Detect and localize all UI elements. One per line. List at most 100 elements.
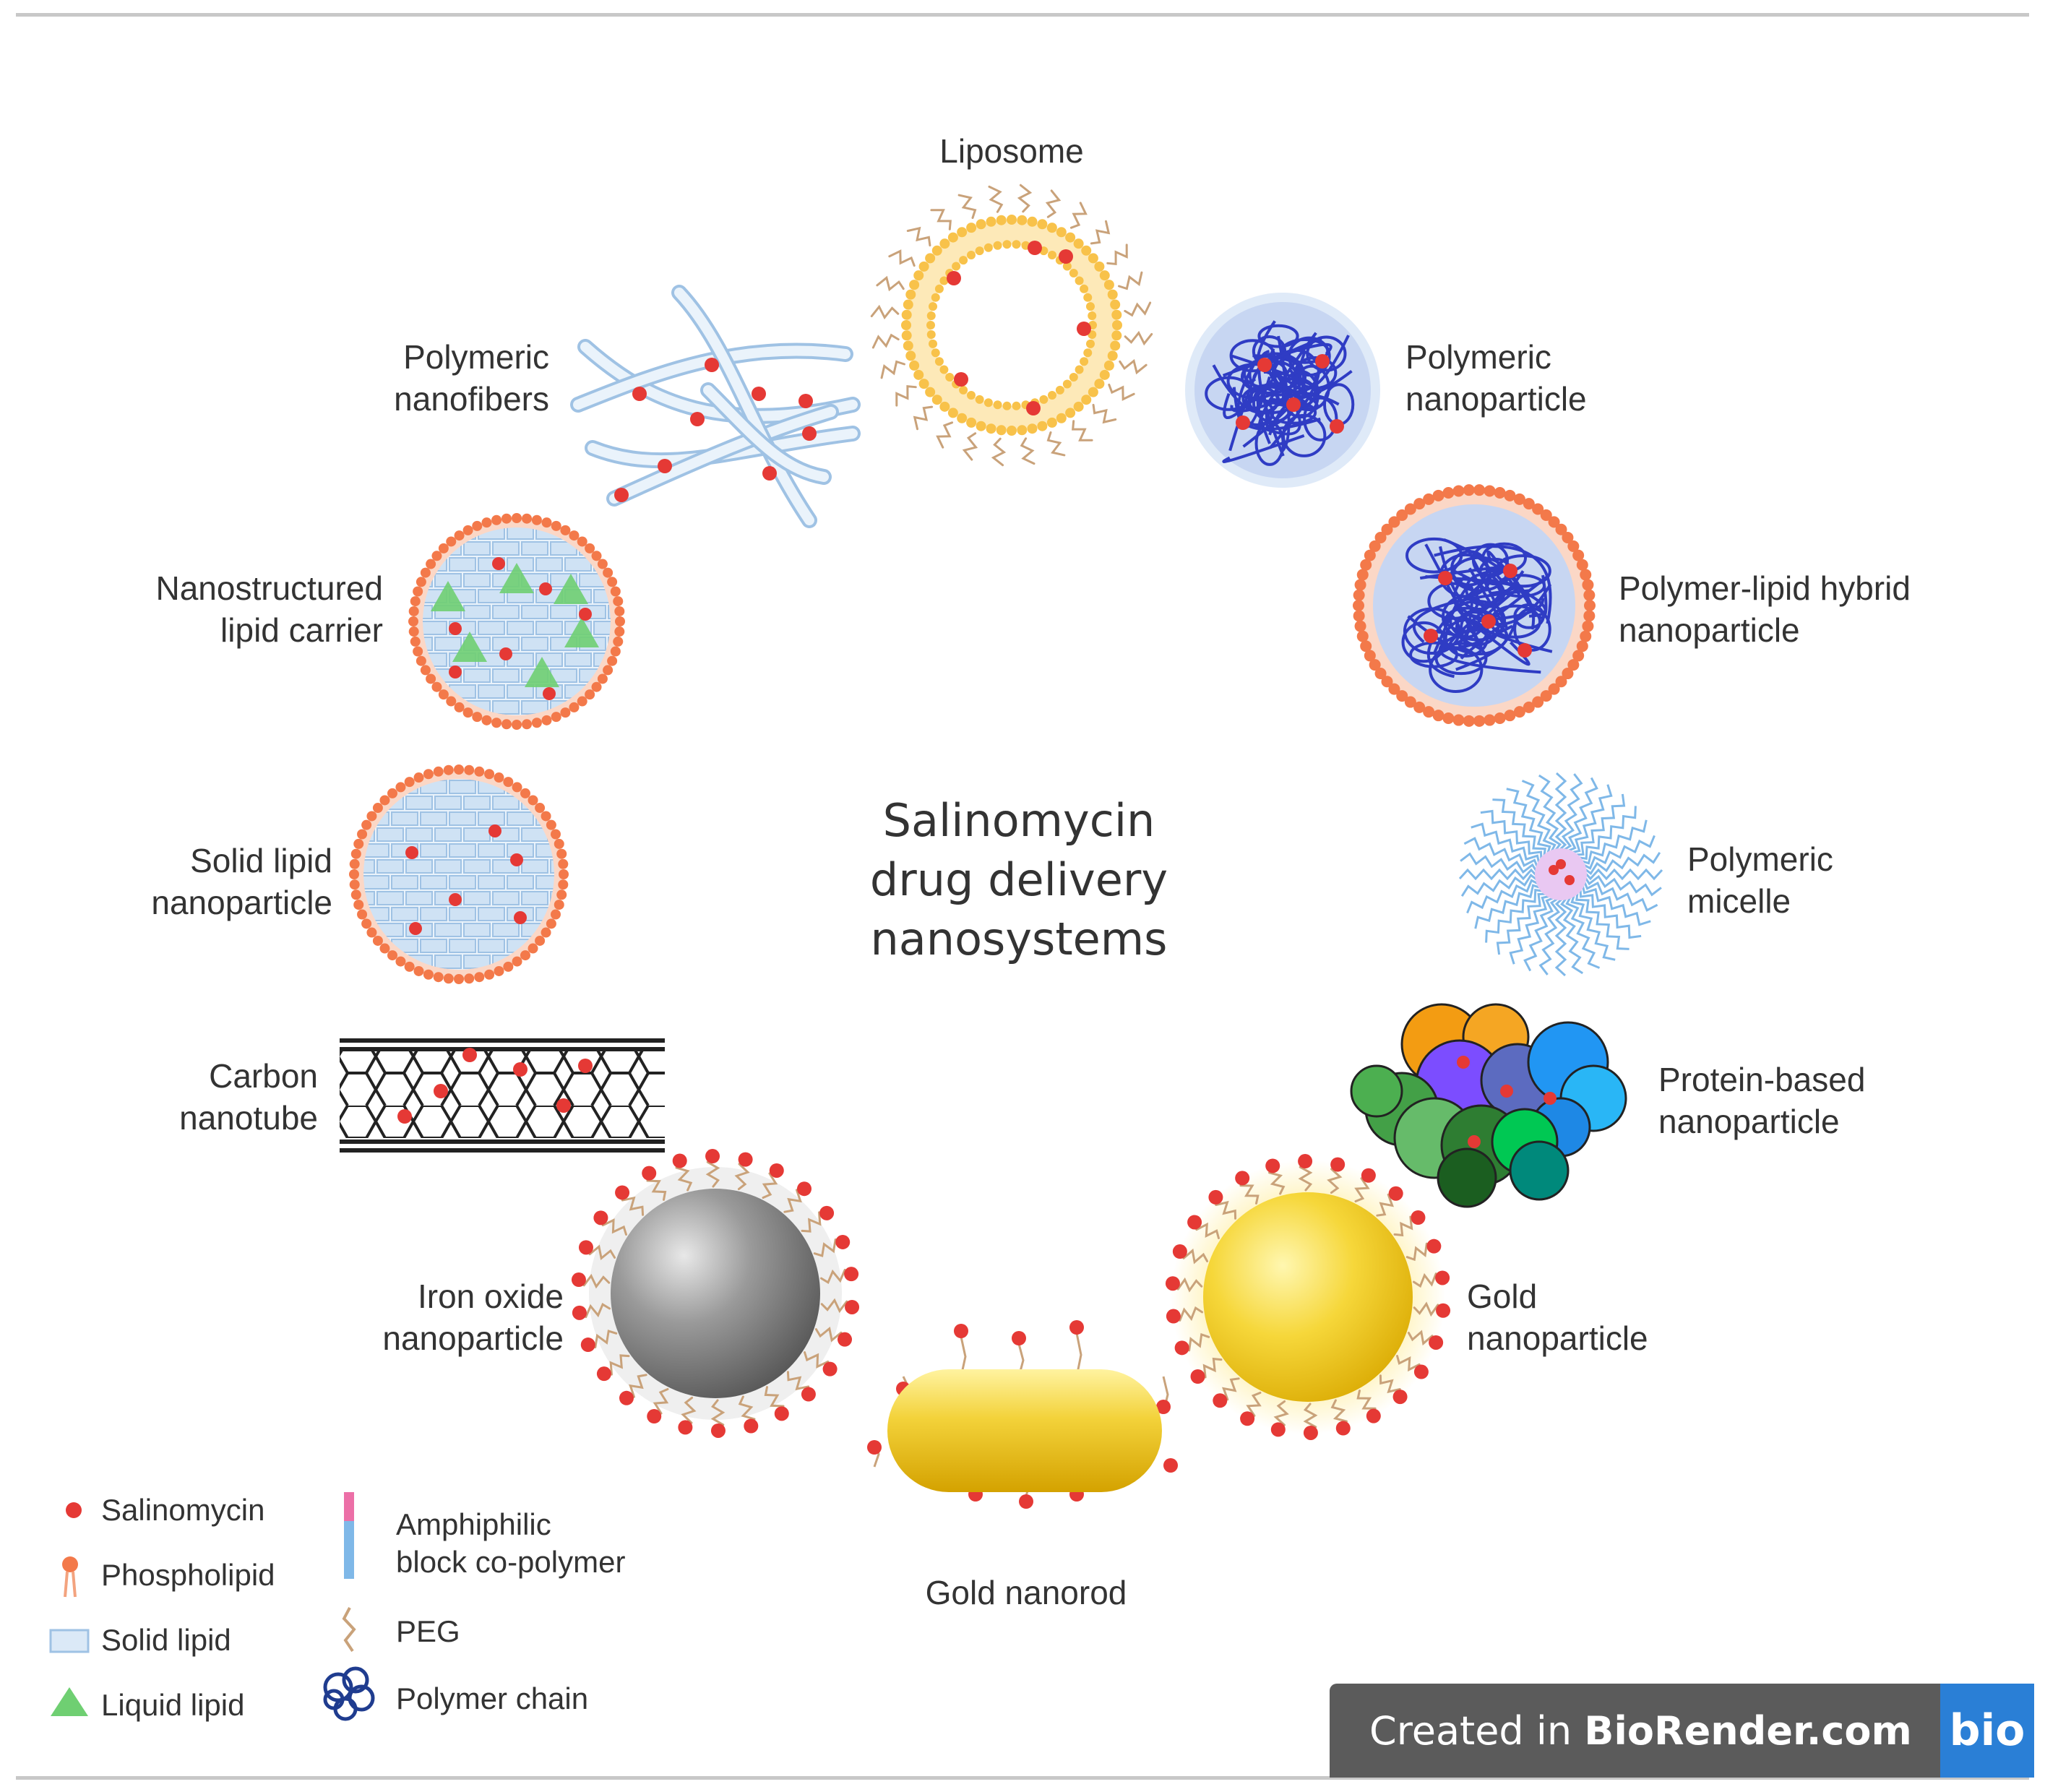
phospholipid-head xyxy=(413,646,423,657)
phospholipid-head xyxy=(541,715,552,725)
phospholipid-head xyxy=(1103,360,1114,371)
phospholipid-head xyxy=(410,636,421,647)
salinomycin-dot xyxy=(1315,354,1330,369)
peg-chain xyxy=(804,1351,830,1369)
peg-chain xyxy=(710,1399,726,1426)
micelle-arm xyxy=(1523,895,1558,972)
phospholipid-head xyxy=(464,764,475,775)
legend-phospholipid: Phospholipid xyxy=(101,1558,275,1592)
liquid-lipid-triangle xyxy=(554,574,588,604)
phospholipid-head xyxy=(1523,701,1535,713)
polymer-strand xyxy=(1486,551,1521,596)
label-nanofibers: Polymeric nanofibers xyxy=(394,338,549,418)
gold-sphere xyxy=(1203,1192,1413,1402)
phospholipid-head xyxy=(1048,251,1056,260)
phospholipid-head xyxy=(474,972,485,983)
peg-chain xyxy=(1188,1332,1210,1352)
phospholipid-head xyxy=(1369,540,1381,552)
salinomycin-dot xyxy=(1163,1458,1178,1473)
phospholipid-head xyxy=(546,819,556,830)
legend-liquid-lipid-icon xyxy=(51,1687,88,1716)
liposome-graphic xyxy=(870,184,1153,467)
polymer-loop xyxy=(1513,603,1545,629)
nlc-core xyxy=(423,527,611,715)
phospholipid-head xyxy=(926,311,936,320)
phospholipid-head xyxy=(462,707,473,718)
phospholipid-head xyxy=(909,280,920,290)
phospholipid-head xyxy=(501,719,512,730)
micelle-arm xyxy=(1564,777,1598,854)
phospholipid-head xyxy=(1107,350,1118,361)
phospholipid-head xyxy=(387,788,398,798)
peg-chain xyxy=(820,1298,848,1314)
phospholipid-head xyxy=(484,769,495,780)
salinomycin-dot xyxy=(510,853,523,866)
legend-phospholipid-icon xyxy=(62,1556,78,1572)
phospholipid-head xyxy=(1062,262,1072,271)
phospholipid-head xyxy=(1075,276,1084,285)
peg-chain xyxy=(609,1354,630,1376)
nlc-graphic xyxy=(408,513,625,730)
polymer-loop xyxy=(1229,339,1276,373)
micelle-arm xyxy=(1575,887,1629,950)
salinomycin-dot xyxy=(1190,1369,1205,1384)
phospholipid-head xyxy=(1107,289,1118,300)
label-iron-oxide: Iron oxide nanoparticle xyxy=(382,1278,564,1357)
phospholipid-head xyxy=(559,869,569,879)
phospholipid-head xyxy=(494,965,504,976)
micelle-arm xyxy=(1581,877,1658,912)
peg-chain xyxy=(681,1396,697,1424)
phospholipid-head xyxy=(512,513,522,523)
micelle-arm xyxy=(1506,788,1551,858)
nanofiber xyxy=(609,407,836,504)
salinomycin-dot xyxy=(1236,415,1250,430)
phospholipid-head xyxy=(1494,712,1506,724)
phospholipid-head xyxy=(913,270,924,281)
phospholipid-head xyxy=(379,795,390,806)
salinomycin-dot xyxy=(769,1163,784,1178)
sln-core xyxy=(363,779,554,970)
top-rule xyxy=(16,13,2029,17)
legend-amphiphilic-head xyxy=(344,1492,354,1521)
micelle-arm xyxy=(1521,780,1557,856)
phospholipid-head xyxy=(931,293,940,302)
phospholipid-head xyxy=(1037,219,1048,230)
phospholipid-head xyxy=(484,969,495,980)
phospholipid-head xyxy=(1583,589,1596,601)
salinomycin-dot xyxy=(954,1324,968,1338)
phospholipid-head xyxy=(1065,408,1076,418)
phospholipid-head xyxy=(1088,387,1098,397)
salinomycin-dot xyxy=(1235,1171,1250,1186)
phospholipid-head xyxy=(1356,569,1369,581)
phospholipid-head xyxy=(404,961,415,972)
iron-sphere xyxy=(611,1189,820,1398)
salinomycin-dot xyxy=(1240,1411,1255,1426)
salinomycin-dot xyxy=(678,1420,693,1435)
phospholipid-head xyxy=(1111,330,1122,341)
phospholipid-head xyxy=(610,646,621,657)
phospholipid-head xyxy=(1081,245,1092,256)
peg-chain xyxy=(582,1273,611,1289)
micelle-arm xyxy=(1560,894,1584,975)
peg-chain xyxy=(813,1238,837,1257)
legend-polymer-chain-icon xyxy=(323,1689,345,1710)
phospholipid-head xyxy=(947,408,958,418)
phospholipid-head xyxy=(353,900,364,910)
peg-chain xyxy=(888,249,916,267)
peg-chain xyxy=(1017,184,1033,213)
phospholipid-head xyxy=(931,245,942,256)
phospholipid-head xyxy=(361,819,372,830)
peg-chain xyxy=(820,1268,846,1285)
salinomycin-dot xyxy=(1330,419,1344,434)
phospholipid-head xyxy=(438,543,449,553)
phospholipid-head xyxy=(1432,710,1445,722)
phospholipid-head xyxy=(1562,668,1574,680)
salinomycin-dot xyxy=(449,893,462,906)
peg-chain xyxy=(1176,1277,1203,1293)
salinomycin-dot xyxy=(1286,397,1301,412)
peg-chain xyxy=(906,226,931,247)
phospholipid-head xyxy=(1580,630,1592,642)
phospholipid-head xyxy=(350,848,361,859)
peg-chain xyxy=(1069,202,1088,229)
peg-chain xyxy=(957,194,977,220)
